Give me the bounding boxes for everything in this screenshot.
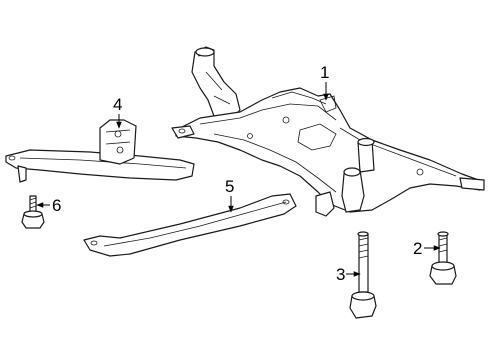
left-crossbar-with-bracket[interactable] xyxy=(5,119,195,183)
bolt-2[interactable] xyxy=(429,231,457,285)
callout-2: 2 xyxy=(413,239,441,258)
callout-label-6: 6 xyxy=(52,196,61,215)
callout-label-1: 1 xyxy=(320,63,329,82)
callout-3: 3 xyxy=(336,265,361,284)
bolt-6[interactable] xyxy=(21,195,45,229)
callout-6: 6 xyxy=(36,196,61,215)
callout-label-5: 5 xyxy=(225,177,234,196)
subframe-crossmember[interactable] xyxy=(171,46,485,217)
callout-1: 1 xyxy=(320,63,329,101)
callout-label-2: 2 xyxy=(413,239,422,258)
bolt-3[interactable] xyxy=(349,231,377,319)
lower-support-bar[interactable] xyxy=(83,193,297,257)
callout-label-3: 3 xyxy=(336,265,345,284)
callout-4: 4 xyxy=(113,95,122,129)
callout-label-4: 4 xyxy=(113,95,122,114)
callout-5: 5 xyxy=(225,177,234,213)
